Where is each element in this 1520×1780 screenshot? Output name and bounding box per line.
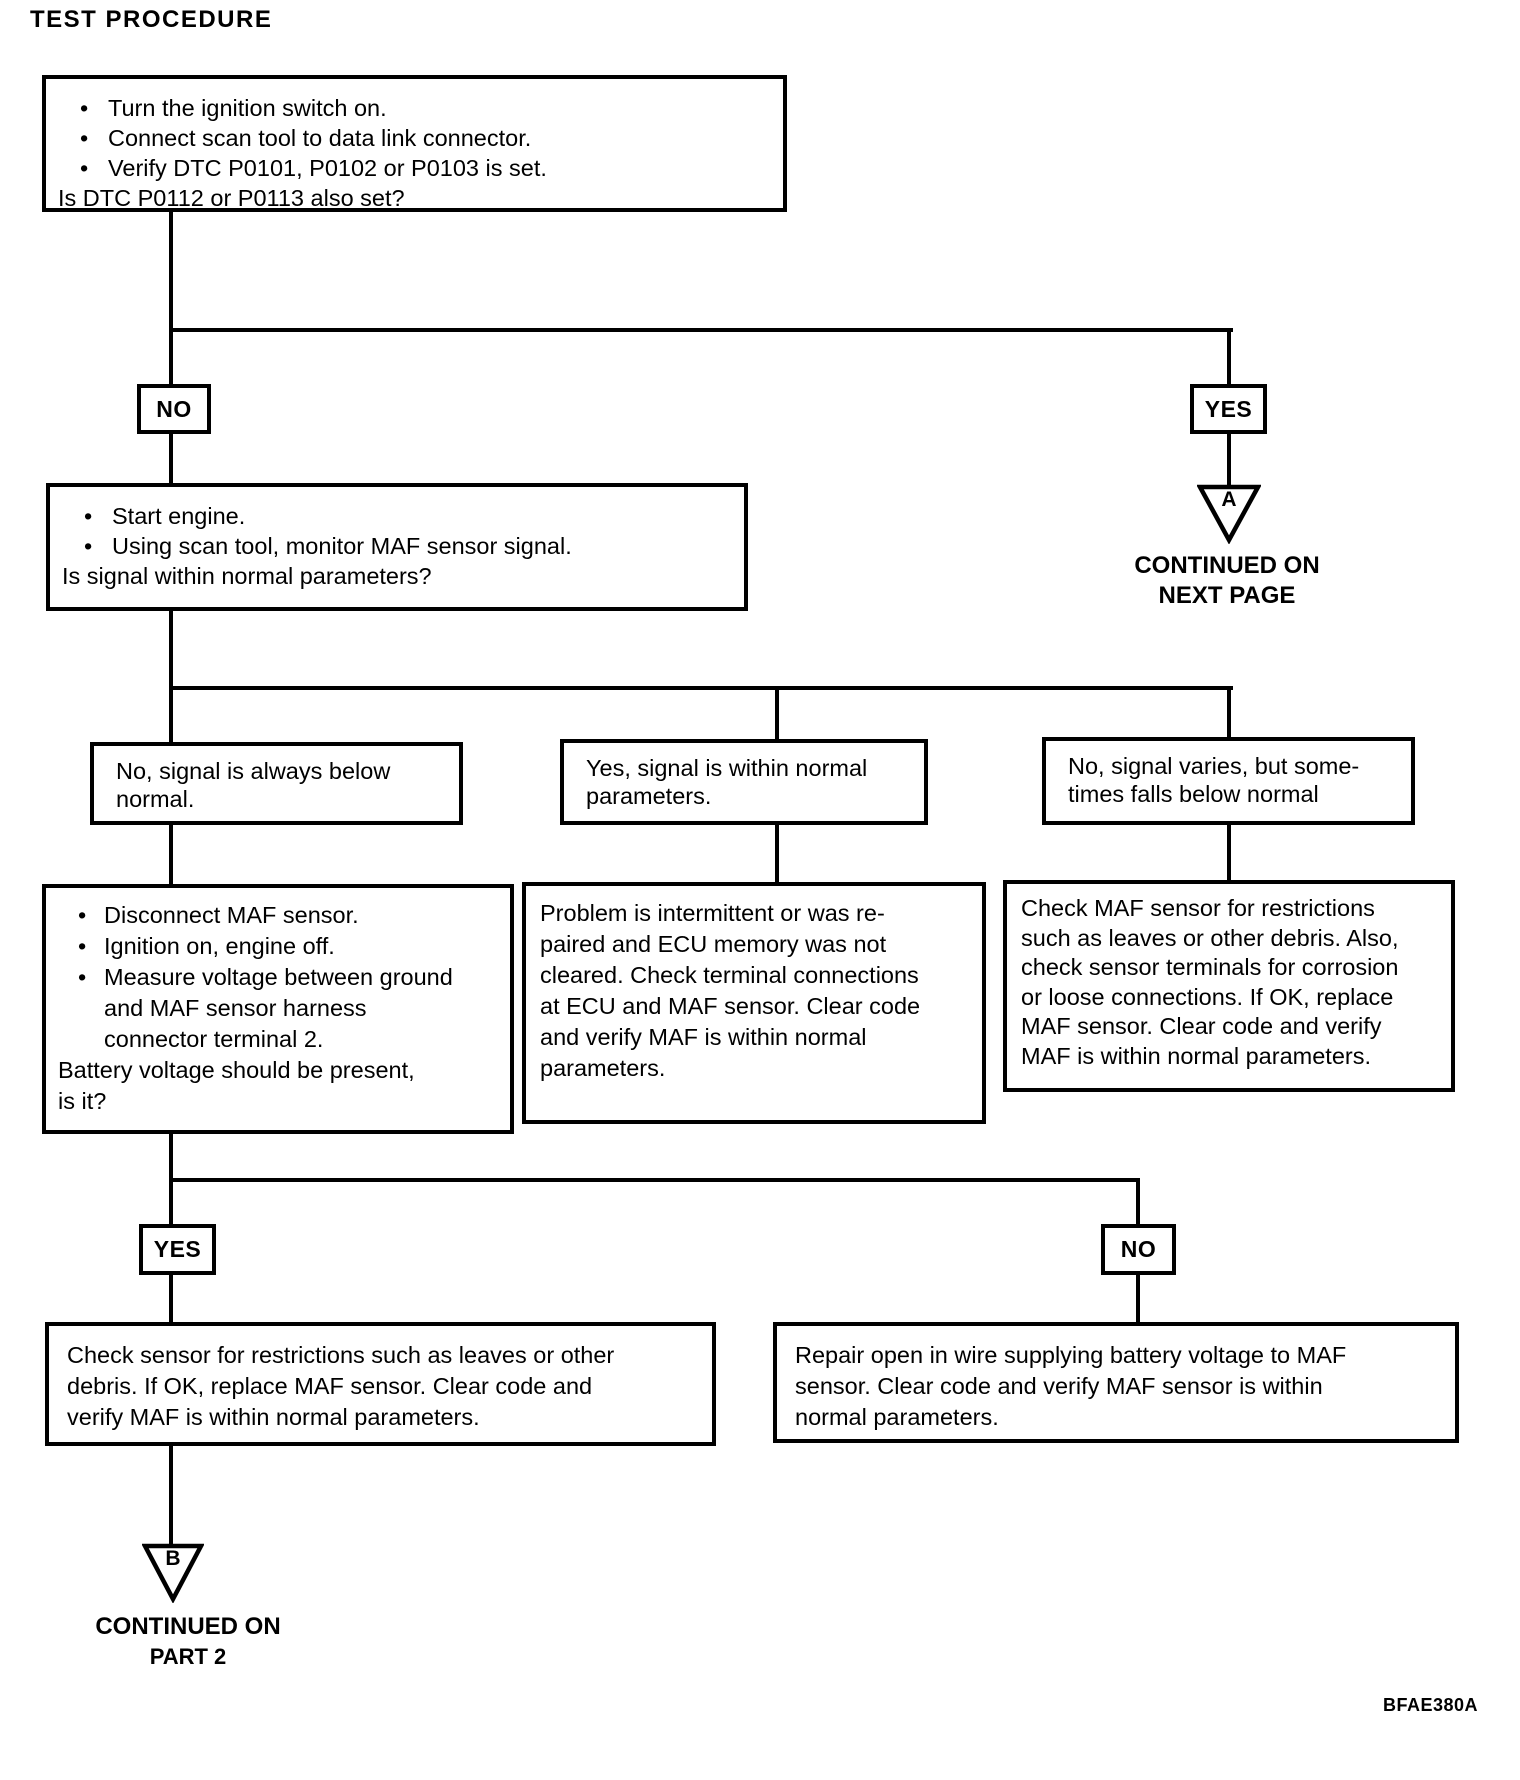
connector-a-triangle: A <box>1197 484 1261 544</box>
step-bullet-text: Start engine. <box>112 503 246 529</box>
caption-line: CONTINUED ON <box>95 1613 281 1640</box>
bullet-icon: • <box>80 125 89 151</box>
step-bullet-line: • Ignition on, engine off. <box>58 931 504 962</box>
step-question: Is DTC P0112 or P0113 also set? <box>58 185 405 211</box>
connector-line <box>169 609 173 688</box>
step-bullet-text: Verify DTC P0101, P0102 or P0103 is set. <box>108 155 547 181</box>
connector-b-triangle: B <box>142 1543 204 1603</box>
connector-line <box>775 688 779 741</box>
connector-line <box>169 823 173 886</box>
start-step-box: • Turn the ignition switch on. • Connect s… <box>42 75 787 212</box>
connector-line <box>169 1275 173 1324</box>
branch-middle-label-box: Yes, signal is within normal parameters. <box>560 739 928 825</box>
yes-branch-label: YES <box>153 1236 202 1262</box>
bullet-icon: • <box>78 933 87 959</box>
triangle-icon <box>1197 484 1261 544</box>
page-title: TEST PROCEDURE <box>30 6 273 33</box>
step-bullet-text: Measure voltage between ground and MAF s… <box>104 964 453 1052</box>
reference-code: BFAE380A <box>1383 1695 1479 1715</box>
caption-line: NEXT PAGE <box>1158 582 1296 609</box>
connector-line <box>1136 1180 1140 1228</box>
yes-branch-tag: YES <box>1190 384 1267 434</box>
branch-left-label-box: No, signal is always below normal. <box>90 742 463 825</box>
yes-branch-label: YES <box>1204 395 1253 422</box>
action-middle-box: Problem is intermittent or was re- paire… <box>522 882 986 1124</box>
connector-line <box>169 688 173 744</box>
bullet-icon: • <box>78 902 87 928</box>
connector-line <box>1227 688 1231 739</box>
connector-line <box>1227 330 1231 386</box>
step-question: Battery voltage should be present, is it… <box>58 1057 415 1114</box>
continued-next-page-caption: CONTINUED ON NEXT PAGE <box>1077 551 1377 611</box>
connector-line <box>169 328 1233 332</box>
bullet-icon: • <box>80 155 89 181</box>
connector-line <box>1136 1275 1140 1324</box>
action-left-box: • Disconnect MAF sensor. • Ignition on, en… <box>42 884 514 1134</box>
triangle-icon <box>142 1543 204 1603</box>
no-branch-label: NO <box>1120 1236 1157 1262</box>
connector-line <box>775 823 779 884</box>
step-bullet-line: • Verify DTC P0101, P0102 or P0103 is set… <box>58 153 775 183</box>
yes-branch-tag: YES <box>139 1224 216 1275</box>
connector-line <box>169 1178 1140 1182</box>
connector-line <box>1227 432 1231 486</box>
caption-line: PART 2 <box>149 1644 227 1669</box>
result-no-box: Repair open in wire supplying battery vo… <box>773 1322 1459 1443</box>
connector-line <box>169 1444 173 1545</box>
step-bullet-line: • Turn the ignition switch on. <box>58 93 775 123</box>
step-bullet-text: Disconnect MAF sensor. <box>104 902 359 928</box>
continued-part2-caption: CONTINUED ON PART 2 <box>56 1612 320 1672</box>
result-yes-box: Check sensor for restrictions such as le… <box>45 1322 716 1446</box>
connector-line <box>169 330 173 386</box>
connector-line <box>169 210 173 332</box>
step-bullet-text: Ignition on, engine off. <box>104 933 335 959</box>
bullet-icon: • <box>84 503 93 529</box>
monitor-step-box: • Start engine. • Using scan tool, monitor… <box>46 483 748 611</box>
step-bullet-text: Using scan tool, monitor MAF sensor sign… <box>112 533 572 559</box>
no-branch-tag: NO <box>1101 1224 1176 1275</box>
connector-b-letter: B <box>165 1547 181 1570</box>
step-bullet-line: • Using scan tool, monitor MAF sensor sig… <box>62 531 736 561</box>
step-bullet-text: Turn the ignition switch on. <box>108 95 387 121</box>
bullet-icon: • <box>84 533 93 559</box>
no-branch-label: NO <box>156 395 192 422</box>
bullet-icon: • <box>78 964 87 990</box>
connector-line <box>169 686 1233 690</box>
no-branch-tag: NO <box>137 384 211 434</box>
action-right-box: Check MAF sensor for restrictions such a… <box>1003 880 1455 1092</box>
branch-right-label-box: No, signal varies, but some- times falls… <box>1042 737 1415 825</box>
connector-line <box>169 432 173 484</box>
step-bullet-text: Connect scan tool to data link connector… <box>108 125 532 151</box>
step-bullet-line: • Disconnect MAF sensor. <box>58 900 504 931</box>
step-bullet-line: • Measure voltage between ground and MAF … <box>58 962 504 1055</box>
step-question: Is signal within normal parameters? <box>62 563 432 589</box>
connector-line <box>169 1180 173 1228</box>
step-bullet-line: • Start engine. <box>62 501 736 531</box>
caption-line: CONTINUED ON <box>1134 552 1320 579</box>
connector-line <box>169 1134 173 1180</box>
step-bullet-line: • Connect scan tool to data link connecto… <box>58 123 775 153</box>
bullet-icon: • <box>80 95 89 121</box>
connector-a-letter: A <box>1221 488 1237 511</box>
connector-line <box>1227 823 1231 882</box>
